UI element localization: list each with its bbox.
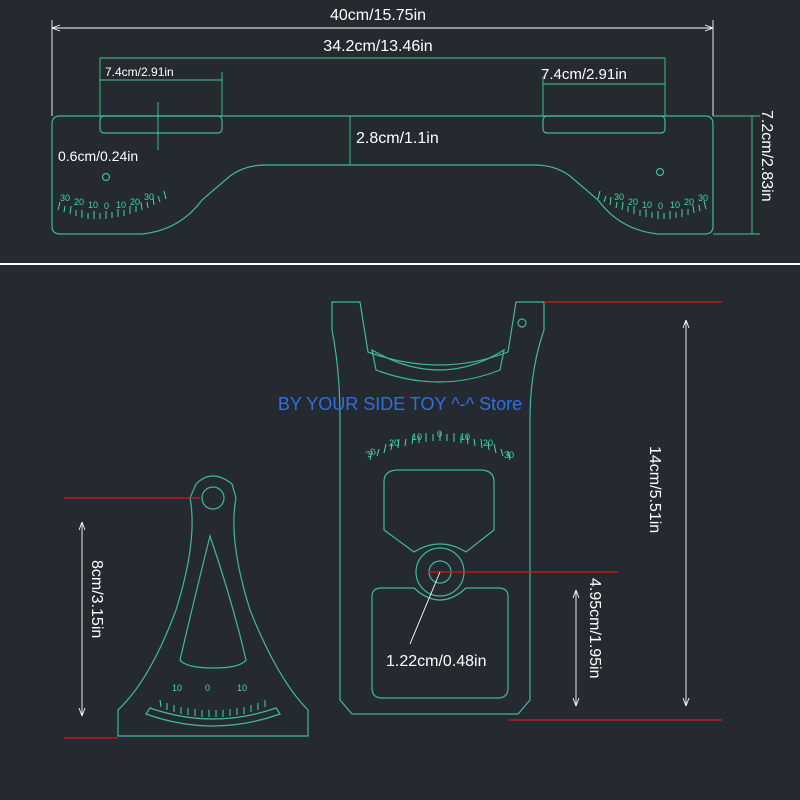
large-right-hole xyxy=(517,318,527,328)
large-top-cutout xyxy=(371,348,505,383)
total-height-label: 7.2cm/2.83in xyxy=(758,110,775,202)
right-scale-ticks xyxy=(597,190,707,219)
large-middle-cutout xyxy=(383,469,495,553)
inner-length-label: 34.2cm/13.46in xyxy=(323,38,432,55)
left-slot xyxy=(99,115,223,134)
large-height-dimension xyxy=(682,319,690,707)
large-scale-label: 20 xyxy=(389,438,399,448)
right-scale-labels: 30 20 10 0 10 20 30 xyxy=(614,192,708,211)
large-scale-label: 20 xyxy=(483,438,493,448)
scale-label: 30 xyxy=(144,192,154,202)
left-scale-ticks xyxy=(57,190,167,219)
center-height-label: 2.8cm/1.1in xyxy=(356,130,439,147)
tall-height-label: 14cm/5.51in xyxy=(646,446,663,533)
scale-label: 20 xyxy=(74,197,84,207)
top-outline xyxy=(51,115,714,235)
scale-label: 10 xyxy=(88,200,98,210)
small-scale-slot xyxy=(145,707,281,727)
scale-label: 0 xyxy=(658,201,663,211)
small-scale-ticks xyxy=(159,699,266,717)
small-scale-label: 10 xyxy=(172,683,182,693)
large-scale-ticks xyxy=(369,432,511,461)
large-scale-label: 30 xyxy=(504,450,514,460)
right-slot-width-label: 7.4cm/2.91in xyxy=(541,66,627,83)
small-shape: 10 0 10 xyxy=(117,475,309,737)
lower-height-dimension xyxy=(572,589,580,707)
scale-label: 30 xyxy=(60,193,70,203)
small-scale-label: 10 xyxy=(237,683,247,693)
small-scale-label: 0 xyxy=(205,683,210,693)
small-height-dimension xyxy=(78,521,86,717)
small-outline xyxy=(117,475,309,737)
scale-label: 0 xyxy=(104,201,109,211)
hole-diameter-label: 1.22cm/0.48in xyxy=(386,653,487,670)
scale-label: 10 xyxy=(670,200,680,210)
scale-label: 30 xyxy=(698,193,708,203)
store-watermark: BY YOUR SIDE TOY ^-^ Store xyxy=(278,394,522,414)
scale-label: 20 xyxy=(130,197,140,207)
scale-label: 20 xyxy=(628,197,638,207)
large-shape: 30 20 10 0 10 20 30 xyxy=(331,301,545,715)
small-pivot-hole xyxy=(201,486,225,510)
large-scale-label: 0 xyxy=(437,429,442,439)
right-pin-hole xyxy=(655,167,665,177)
scale-label: 20 xyxy=(684,197,694,207)
hole-leader-line xyxy=(409,571,441,645)
slot-height-label: 0.6cm/0.24in xyxy=(58,148,138,164)
large-scale-label: 10 xyxy=(412,432,422,442)
total-length-label: 40cm/15.75in xyxy=(330,7,426,24)
left-pin-hole xyxy=(101,172,111,182)
left-scale-labels: 30 20 10 0 10 20 30 xyxy=(60,192,154,211)
scale-label: 10 xyxy=(642,200,652,210)
left-slot-width-label: 7.4cm/2.91in xyxy=(105,65,174,79)
right-slot xyxy=(542,115,666,134)
scale-label: 30 xyxy=(614,192,624,202)
top-shape: 30 20 10 0 10 20 30 30 20 10 0 10 20 30 xyxy=(51,115,714,235)
small-height-label: 8cm/3.15in xyxy=(88,560,105,638)
large-scale-label: 10 xyxy=(460,432,470,442)
lower-height-label: 4.95cm/1.95in xyxy=(586,578,603,679)
large-outline xyxy=(331,301,545,715)
scale-label: 10 xyxy=(116,200,126,210)
small-inner-cutout xyxy=(179,533,247,669)
top-dimension-lines xyxy=(51,20,760,235)
large-scale-label: 30 xyxy=(364,446,378,460)
large-lower-cutout xyxy=(371,587,509,699)
